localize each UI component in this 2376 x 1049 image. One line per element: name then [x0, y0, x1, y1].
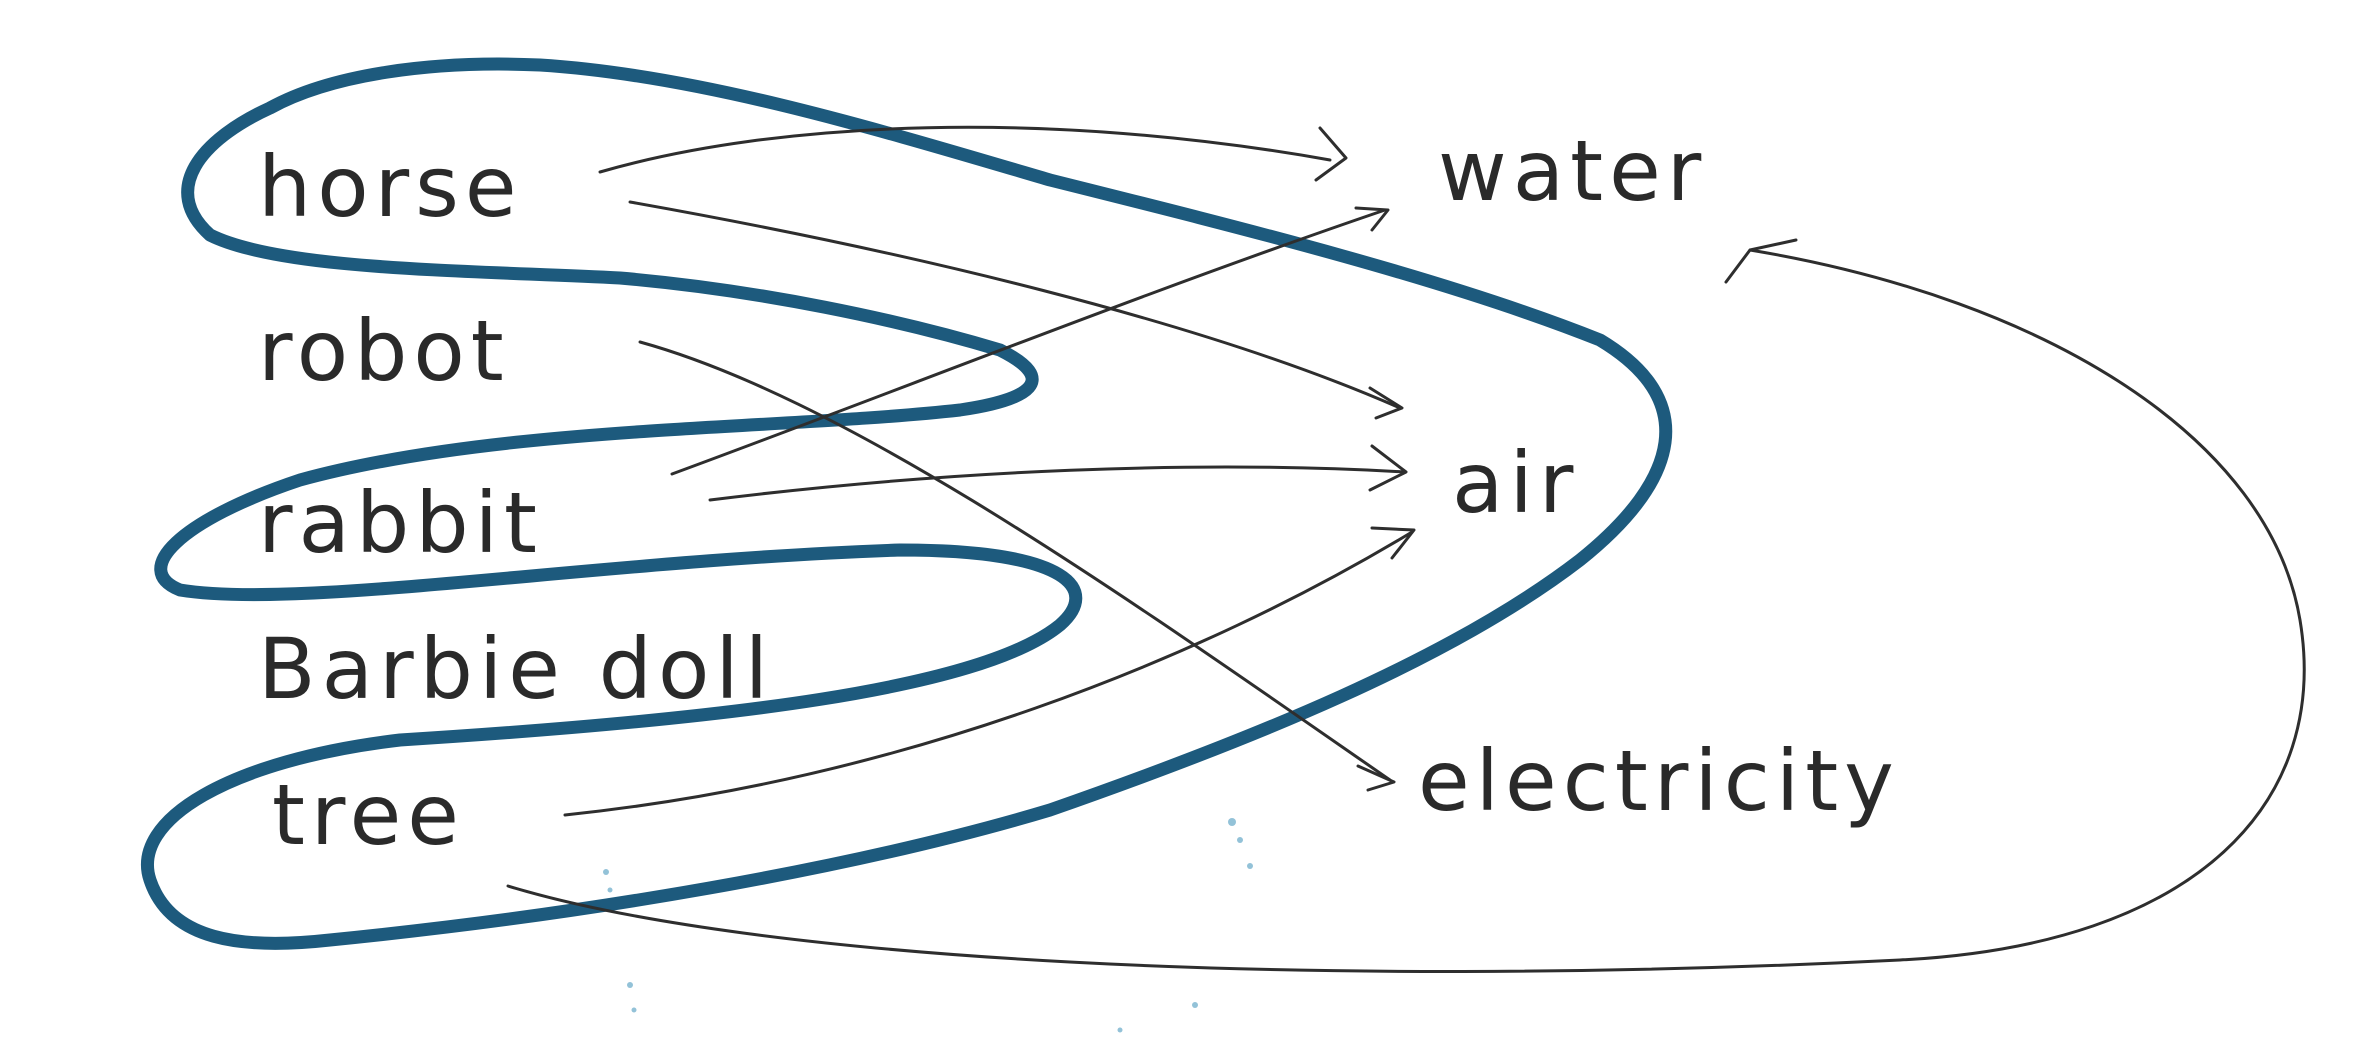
ink-specks	[603, 818, 1253, 1033]
item-barbie-doll: Barbie doll	[258, 620, 774, 718]
right-items: water air electricity	[1418, 122, 1900, 830]
arrowhead-rabbit-water	[1354, 206, 1390, 232]
grouping-loop	[141, 57, 1673, 950]
item-electricity: electricity	[1418, 732, 1900, 830]
arrow-tree-water	[506, 248, 2306, 974]
item-water: water	[1438, 122, 1707, 220]
arrowhead-tree-air	[1370, 526, 1416, 560]
arrowhead-rabbit-air	[1368, 444, 1408, 492]
item-horse: horse	[258, 138, 523, 236]
arrowhead-tree-water	[1724, 238, 1798, 284]
item-rabbit: rabbit	[258, 474, 543, 572]
arrow-horse-air	[628, 200, 1402, 410]
item-tree: tree	[272, 766, 465, 864]
arrow-tree-air	[563, 530, 1414, 817]
left-items: horse robot rabbit Barbie doll tree	[258, 138, 774, 864]
arrowhead-robot-electricity	[1356, 764, 1396, 792]
arrow-rabbit-air	[708, 465, 1407, 502]
item-air: air	[1452, 434, 1579, 532]
arrowhead-horse-water	[1314, 126, 1348, 182]
item-robot: robot	[258, 302, 510, 400]
arrow-robot-electricity	[638, 340, 1392, 782]
relation-arrows	[506, 125, 2306, 974]
arrow-rabbit-water	[670, 208, 1387, 476]
arrow-horse-water	[598, 125, 1332, 174]
arrowhead-horse-air	[1368, 386, 1404, 420]
